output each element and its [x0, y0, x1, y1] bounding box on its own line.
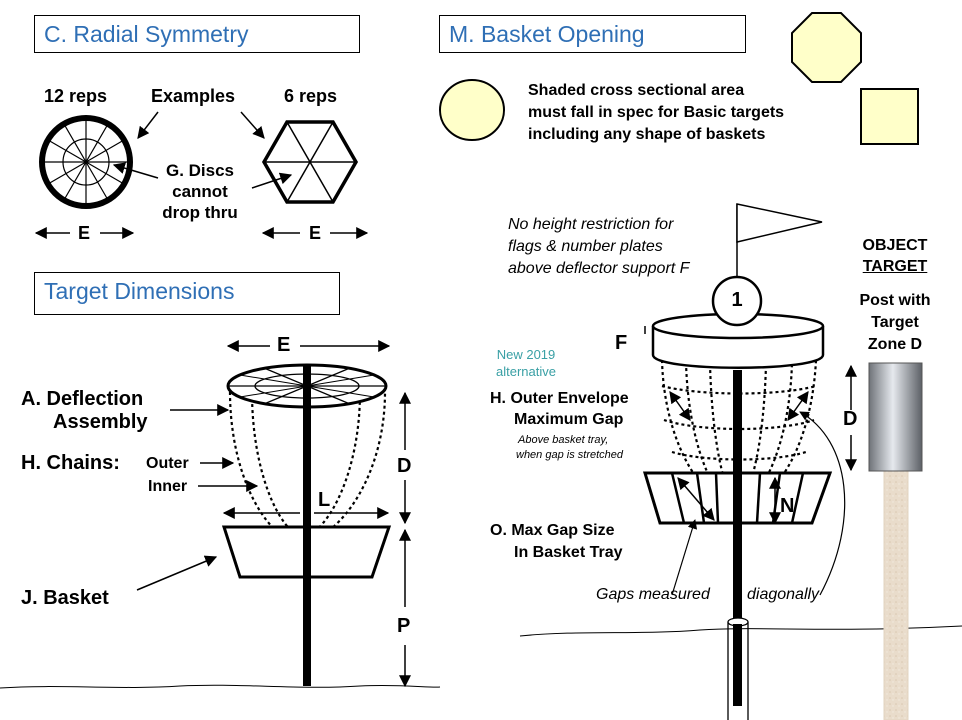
- examples-label: Examples: [151, 86, 236, 106]
- object-target-post: [845, 362, 923, 720]
- radial-symmetry-title: C. Radial Symmetry: [34, 15, 360, 53]
- f-label: F: [615, 332, 628, 354]
- discs-note-line-1: G. Discs: [165, 161, 235, 180]
- post-with-line-3: Zone D: [867, 336, 923, 353]
- deflection-assembly-label: A. Deflection Assembly: [21, 388, 148, 434]
- left-target-drawing: [0, 340, 441, 689]
- discs-note: G. Discs cannot drop thru: [150, 160, 250, 223]
- discs-note-line-2: cannot: [172, 182, 228, 201]
- target-dimensions-title: Target Dimensions: [34, 272, 340, 315]
- outer-envelope-note-line-2: when gap is stretched: [516, 449, 624, 461]
- shaded-area-note: Shaded cross sectional area must fall in…: [528, 80, 784, 146]
- number-plate-label: 1: [731, 289, 743, 311]
- d-label-right: D: [843, 408, 858, 430]
- object-target-line-1: OBJECT: [862, 237, 928, 254]
- six-reps-label: 6 reps: [284, 86, 338, 106]
- outer-chains-label: Outer: [146, 455, 189, 472]
- post-with-line-1: Post with: [859, 292, 931, 309]
- height-note-line-3: above deflector support F: [508, 260, 690, 277]
- basket-opening-title: M. Basket Opening: [439, 15, 746, 53]
- object-target-line-2: TARGET: [862, 258, 928, 275]
- diagonally-label: diagonally: [747, 586, 820, 603]
- n-label: N: [780, 495, 795, 517]
- l-label: L: [318, 489, 331, 511]
- height-note-line-1: No height restriction for: [508, 216, 674, 233]
- max-gap-line-1: O. Max Gap Size: [490, 522, 615, 539]
- discs-note-line-3: drop thru: [162, 203, 238, 222]
- height-note-line-2: flags & number plates: [508, 238, 663, 255]
- shaded-note-line-2: must fall in spec for Basic targets: [528, 104, 785, 121]
- twelve-reps-label: 12 reps: [44, 86, 108, 106]
- outer-envelope-line-1: H. Outer Envelope: [490, 390, 629, 407]
- circle-shape: [439, 79, 505, 141]
- max-gap-label: O. Max Gap Size In Basket Tray: [490, 520, 623, 564]
- deflection-line-2: Assembly: [53, 411, 148, 433]
- max-gap-line-2: In Basket Tray: [514, 544, 623, 561]
- basket-label: J. Basket: [21, 587, 109, 609]
- twelve-rep-wheel: [39, 115, 133, 209]
- new-2019-line-2: alternative: [496, 364, 556, 379]
- six-rep-hexagon: [261, 120, 359, 204]
- object-target-label: OBJECT TARGET: [845, 235, 945, 277]
- gaps-measured-label: Gaps measured: [596, 586, 710, 603]
- outer-envelope-note-line-1: Above basket tray,: [518, 434, 609, 446]
- height-note: No height restriction for flags & number…: [508, 214, 689, 280]
- right-target-drawing: [519, 203, 962, 720]
- chains-label: H. Chains:: [21, 452, 120, 474]
- new-2019-note: New 2019 alternative: [488, 346, 564, 380]
- shaded-note-line-3: including any shape of baskets: [528, 126, 766, 143]
- new-2019-line-1: New 2019: [496, 347, 556, 362]
- e-label-radial-right: E: [309, 223, 322, 243]
- post-with-line-2: Target: [871, 314, 919, 331]
- octagon-shape: [791, 12, 862, 83]
- outer-envelope-label: H. Outer Envelope Maximum Gap: [490, 388, 629, 430]
- post-with-zone-label: Post with Target Zone D: [845, 290, 945, 356]
- p-label: P: [397, 615, 411, 637]
- square-shape: [860, 88, 919, 145]
- outer-envelope-line-2: Maximum Gap: [514, 411, 624, 428]
- shaded-note-line-1: Shaded cross sectional area: [528, 82, 745, 99]
- e-label-radial-left: E: [78, 223, 91, 243]
- deflection-line-1: A. Deflection: [21, 388, 144, 410]
- outer-envelope-note: Above basket tray, when gap is stretched: [516, 433, 623, 463]
- inner-chains-label: Inner: [148, 478, 188, 495]
- d-label-left: D: [397, 455, 412, 477]
- e-label-target: E: [277, 334, 291, 356]
